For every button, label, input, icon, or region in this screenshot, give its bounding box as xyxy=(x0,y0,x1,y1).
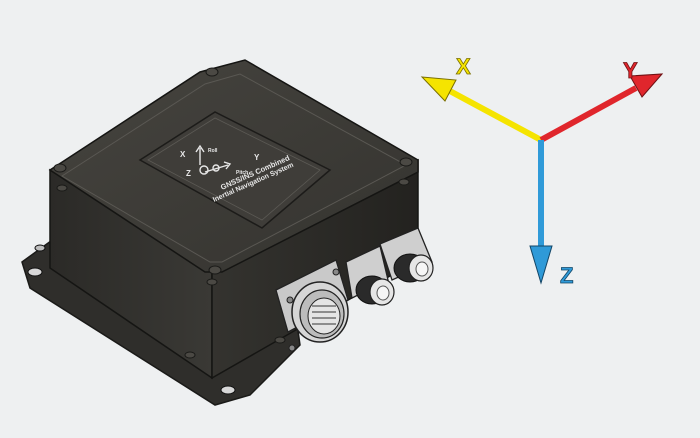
y-axis-arrow xyxy=(539,73,664,143)
flange-hole xyxy=(34,244,46,252)
lid-x-label: X xyxy=(180,150,186,159)
antenna-connector-1 xyxy=(345,245,395,306)
lid-pitch-label: Pitch xyxy=(236,170,248,176)
ins-device: X Y Z Roll Pitch GNSS/INS Combined Inert… xyxy=(21,59,434,406)
flange-hole xyxy=(220,385,236,395)
lid-axis-diagram xyxy=(195,144,232,175)
lid-panel xyxy=(138,111,332,229)
main-connector xyxy=(275,259,349,352)
z-axis-arrow xyxy=(529,140,553,285)
screw-group xyxy=(53,67,413,359)
lid-z-label: Z xyxy=(186,169,191,178)
z-axis-label: Z xyxy=(560,263,573,288)
x-axis-arrow xyxy=(420,76,543,143)
lid-roll-label: Roll xyxy=(208,148,218,154)
y-axis-label: Y xyxy=(623,58,638,83)
x-axis-label: X xyxy=(456,54,471,79)
antenna-connector-2 xyxy=(379,227,434,283)
flange-hole xyxy=(27,267,43,277)
lid-y-label: Y xyxy=(254,153,260,162)
coordinate-axes: X Y Z xyxy=(420,54,664,288)
